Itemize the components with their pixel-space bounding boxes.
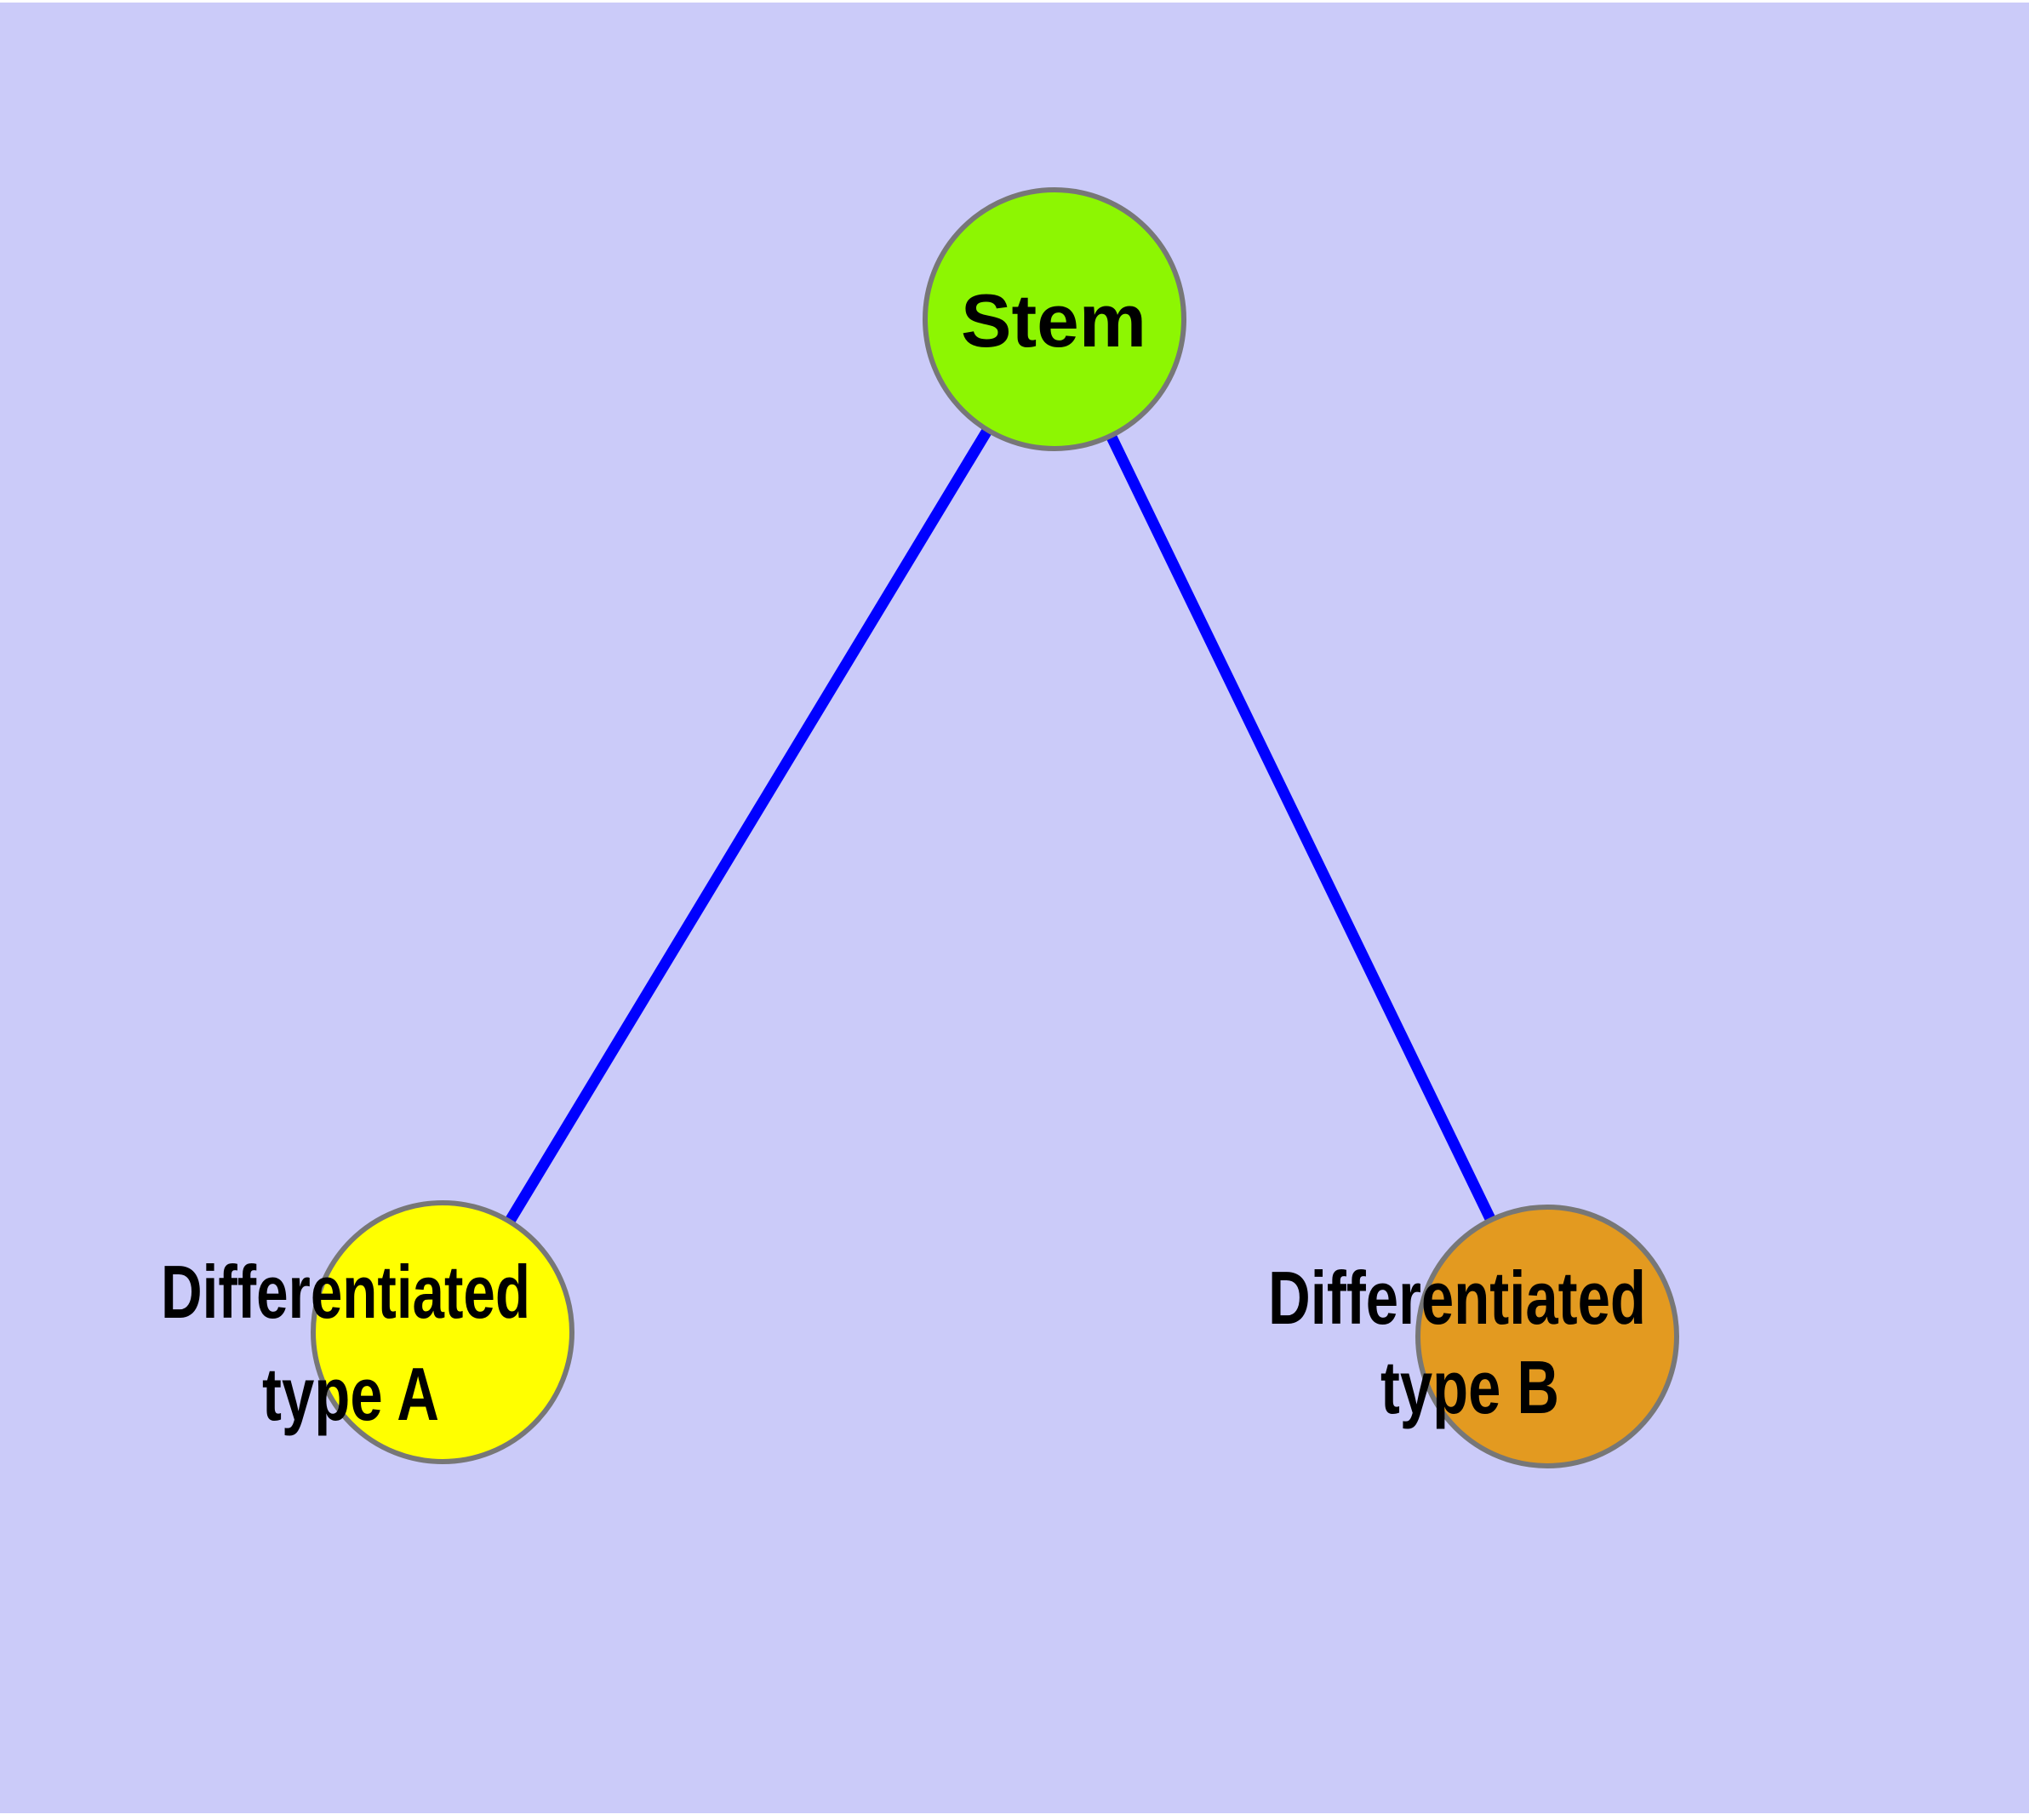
- edges: [437, 316, 1552, 1339]
- edge-stem-to-type-a: [437, 316, 1060, 1336]
- node-stem: [923, 187, 1186, 451]
- node-labels: Stem Differentiated type A Differentiate…: [161, 278, 1646, 1436]
- type-b-label-line-1: Differentiated: [1268, 1256, 1646, 1340]
- stem-label: Stem: [961, 278, 1146, 363]
- node-differentiated-type-a: [311, 1200, 574, 1464]
- nodes: [311, 187, 1679, 1468]
- type-a-label-line-2: type A: [262, 1352, 439, 1436]
- type-b-label-line-2: type B: [1380, 1345, 1559, 1429]
- node-differentiated-type-b: [1415, 1205, 1679, 1468]
- type-a-label-line-1: Differentiated: [161, 1250, 530, 1334]
- edge-stem-to-type-b: [1049, 317, 1552, 1339]
